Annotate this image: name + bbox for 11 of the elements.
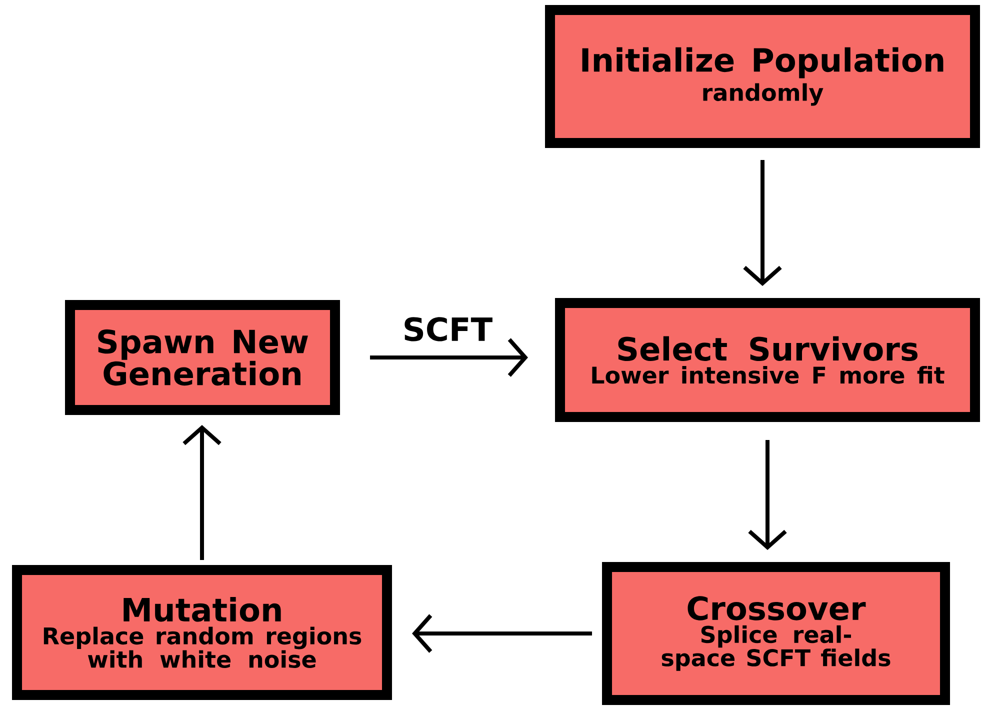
process-box: Initialize Population randomly	[545, 5, 980, 148]
arrow	[412, 614, 592, 653]
process-box: Spawn New Generation	[65, 300, 340, 415]
process-box: Mutation Replace random regions with white noise	[12, 565, 392, 700]
arrow	[748, 440, 787, 550]
edge-label: SCFT	[400, 315, 495, 344]
process-box: Select Survivors Lower intensive F more fit	[555, 298, 980, 422]
arrow	[370, 338, 528, 377]
arrow	[743, 160, 782, 286]
arrow	[182, 425, 222, 560]
process-box: Crossover Splice real-space SCFT fields	[602, 562, 950, 705]
